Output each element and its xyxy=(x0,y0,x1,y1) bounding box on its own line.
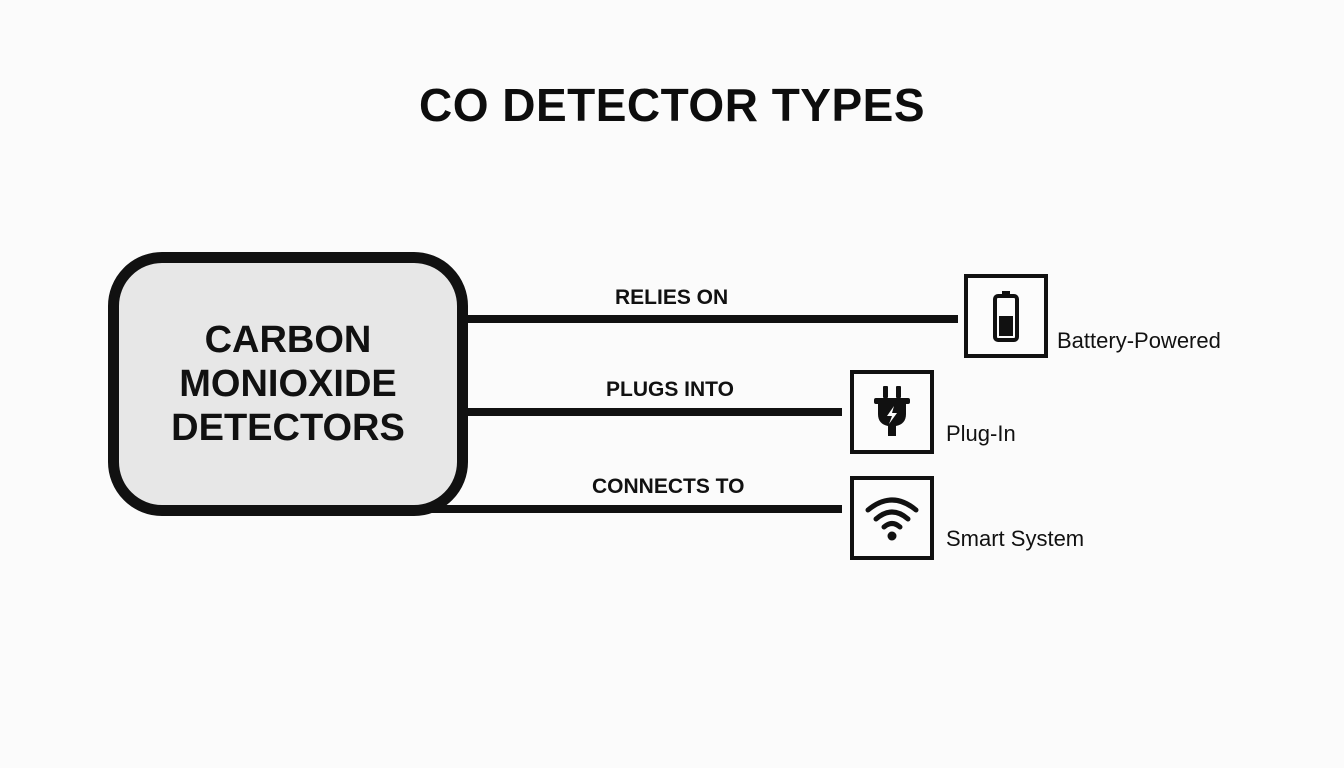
type-label-smart: Smart System xyxy=(946,526,1085,551)
center-node-label: CARBON MONIOXIDE DETECTORS xyxy=(138,318,438,450)
battery-icon xyxy=(993,291,1019,342)
center-node-line-2: MONIOXIDE xyxy=(179,363,397,405)
center-node-line-3: DETECTORS xyxy=(171,407,405,449)
connector-plug xyxy=(466,408,842,416)
wifi-icon xyxy=(865,497,919,541)
diagram-title: CO DETECTOR TYPES xyxy=(418,79,926,131)
center-node: CARBON MONIOXIDE DETECTORS xyxy=(108,252,468,516)
relation-label-smart: CONNECTS TO xyxy=(592,475,745,498)
type-label-battery: Battery-Powered xyxy=(1057,328,1221,353)
plug-icon xyxy=(874,386,910,436)
connector-battery xyxy=(466,315,958,323)
battery-icon-box xyxy=(964,274,1048,358)
wifi-icon-box xyxy=(850,476,934,560)
relation-label-plug: PLUGS INTO xyxy=(606,378,734,401)
connector-smart xyxy=(430,505,842,513)
relation-label-battery: RELIES ON xyxy=(615,286,729,309)
type-label-plug: Plug-In xyxy=(946,421,1016,446)
center-node-line-1: CARBON xyxy=(204,319,372,361)
plug-icon-box xyxy=(850,370,934,454)
